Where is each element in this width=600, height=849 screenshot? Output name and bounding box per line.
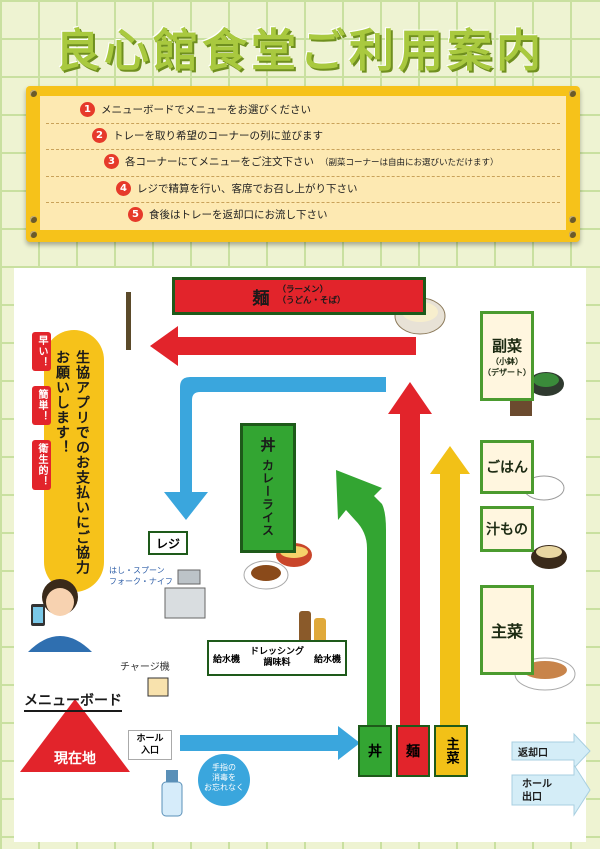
- side-dish-corner: 副菜 （小鉢） （デザート）: [480, 311, 534, 401]
- water-dispenser-1: 給水機: [213, 654, 241, 665]
- blue-curve-arrow: [164, 377, 386, 520]
- red-up-arrow: [388, 382, 432, 725]
- main-dish-corner-label: 主菜: [490, 622, 523, 641]
- step-text: 食後はトレーを返却口にお流し下さい: [149, 209, 328, 221]
- rice-corner: ごはん: [480, 440, 534, 494]
- noodle-corner-title: 麺: [252, 288, 270, 309]
- water-dressing-counter: 給水機 ドレッシング 調味料 給水機: [207, 640, 347, 676]
- side-dish-sub2: （デザート）: [483, 367, 531, 377]
- app-payment-message: 生協アプリでのお支払いにご協力お願いします！: [54, 350, 90, 575]
- sanitizer-icon: [161, 781, 183, 817]
- screw-icon: [30, 231, 37, 238]
- steps-panel: 1 メニューボードでメニューをお選びください 2 トレーを取り希望のコーナーの列…: [40, 96, 566, 230]
- current-location-marker: [20, 699, 130, 772]
- step-number: 3: [104, 154, 119, 169]
- steps-board: 1 メニューボードでメニューをお選びください 2 トレーを取り希望のコーナーの列…: [26, 86, 580, 242]
- screw-icon: [569, 90, 576, 97]
- charge-machine-label: チャージ機: [120, 662, 170, 673]
- side-dish-sub1: （小鉢）: [491, 356, 523, 366]
- dressing-bottle-icon: [299, 611, 311, 643]
- step-3: 3 各コーナーにてメニューをご注文下さい （副菜コーナーは自由にお選びいただけま…: [104, 154, 499, 169]
- page-title: 良心館食堂ご利用案内: [54, 24, 545, 77]
- soup-corner: 汁もの: [480, 506, 534, 552]
- sanitize-message: 手指の 消毒を お忘れなく: [204, 763, 244, 792]
- badge-easy: 簡単！: [32, 386, 51, 425]
- hall-exit-label: ホール 出口: [522, 779, 552, 803]
- green-up-arrow: [336, 470, 386, 725]
- soup-corner-label: 汁もの: [486, 522, 528, 538]
- step-5: 5 食後はトレーを返却口にお流し下さい: [128, 207, 328, 222]
- sanitize-bubble: [198, 754, 250, 806]
- rice-corner-label: ごはん: [486, 460, 528, 476]
- register-box: レジ: [148, 531, 188, 555]
- step-text: 各コーナーにてメニューをご注文下さい: [125, 156, 314, 168]
- donburi-corner-title: 丼: [260, 436, 276, 454]
- lane-noodle: 麺: [396, 725, 430, 777]
- screw-icon: [30, 216, 37, 223]
- noodle-sub-ramen: （ラーメン）: [277, 285, 329, 295]
- lane-donburi: 丼: [358, 725, 392, 777]
- left-red-arrow: [150, 326, 416, 366]
- screw-icon: [30, 90, 37, 97]
- current-location-label: 現在地: [54, 751, 96, 767]
- return-arrow: [511, 732, 591, 770]
- main-dish-corner: 主菜: [480, 585, 534, 675]
- exit-arrow: [511, 763, 591, 817]
- dressing-label: ドレッシング 調味料: [249, 647, 304, 668]
- badge-fast: 早い！: [32, 332, 51, 371]
- hall-entrance: ホール 入口: [128, 730, 172, 760]
- step-number: 5: [128, 207, 143, 222]
- app-pill: [44, 330, 104, 592]
- return-label: 返却口: [518, 748, 548, 759]
- menu-board: メニューボード: [24, 690, 122, 712]
- screw-icon: [569, 216, 576, 223]
- noodle-corner: 麺 （ラーメン） （うどん・そば）: [172, 277, 426, 315]
- lane-main-dish: 主菜: [434, 725, 468, 777]
- step-number: 2: [92, 128, 107, 143]
- step-1: 1 メニューボードでメニューをお選びください: [80, 102, 311, 117]
- wall-marker: [126, 292, 131, 350]
- donburi-corner: 丼 カレーライス: [240, 423, 296, 553]
- step-2: 2 トレーを取り希望のコーナーの列に並びます: [92, 128, 323, 143]
- dessert-icon: [510, 398, 532, 416]
- step-text: メニューボードでメニューをお選びください: [101, 104, 311, 116]
- noodle-sub-udon: （うどん・そば）: [277, 296, 346, 306]
- screw-icon: [569, 231, 576, 238]
- donburi-corner-sub: カレーライス: [260, 459, 275, 537]
- entrance-arrow: [180, 726, 360, 760]
- charge-machine-icon: [147, 677, 169, 697]
- cash-register-icon: [164, 587, 206, 619]
- badge-hygienic: 衛生的！: [32, 440, 51, 490]
- yellow-up-arrow: [430, 446, 470, 725]
- step-text: レジで精算を行い、客席でお召し上がり下さい: [137, 183, 358, 195]
- side-dish-title: 副菜: [491, 336, 522, 355]
- step-number: 4: [116, 181, 131, 196]
- step-text: トレーを取り希望のコーナーの列に並びます: [113, 130, 323, 142]
- step-number: 1: [80, 102, 95, 117]
- cutlery-label: はし・スプーン フォーク・ナイフ: [109, 566, 173, 586]
- step-4: 4 レジで精算を行い、客席でお召し上がり下さい: [116, 181, 358, 196]
- step-note: （副菜コーナーは自由にお選びいただけます）: [320, 157, 499, 168]
- water-dispenser-2: 給水機: [313, 654, 341, 665]
